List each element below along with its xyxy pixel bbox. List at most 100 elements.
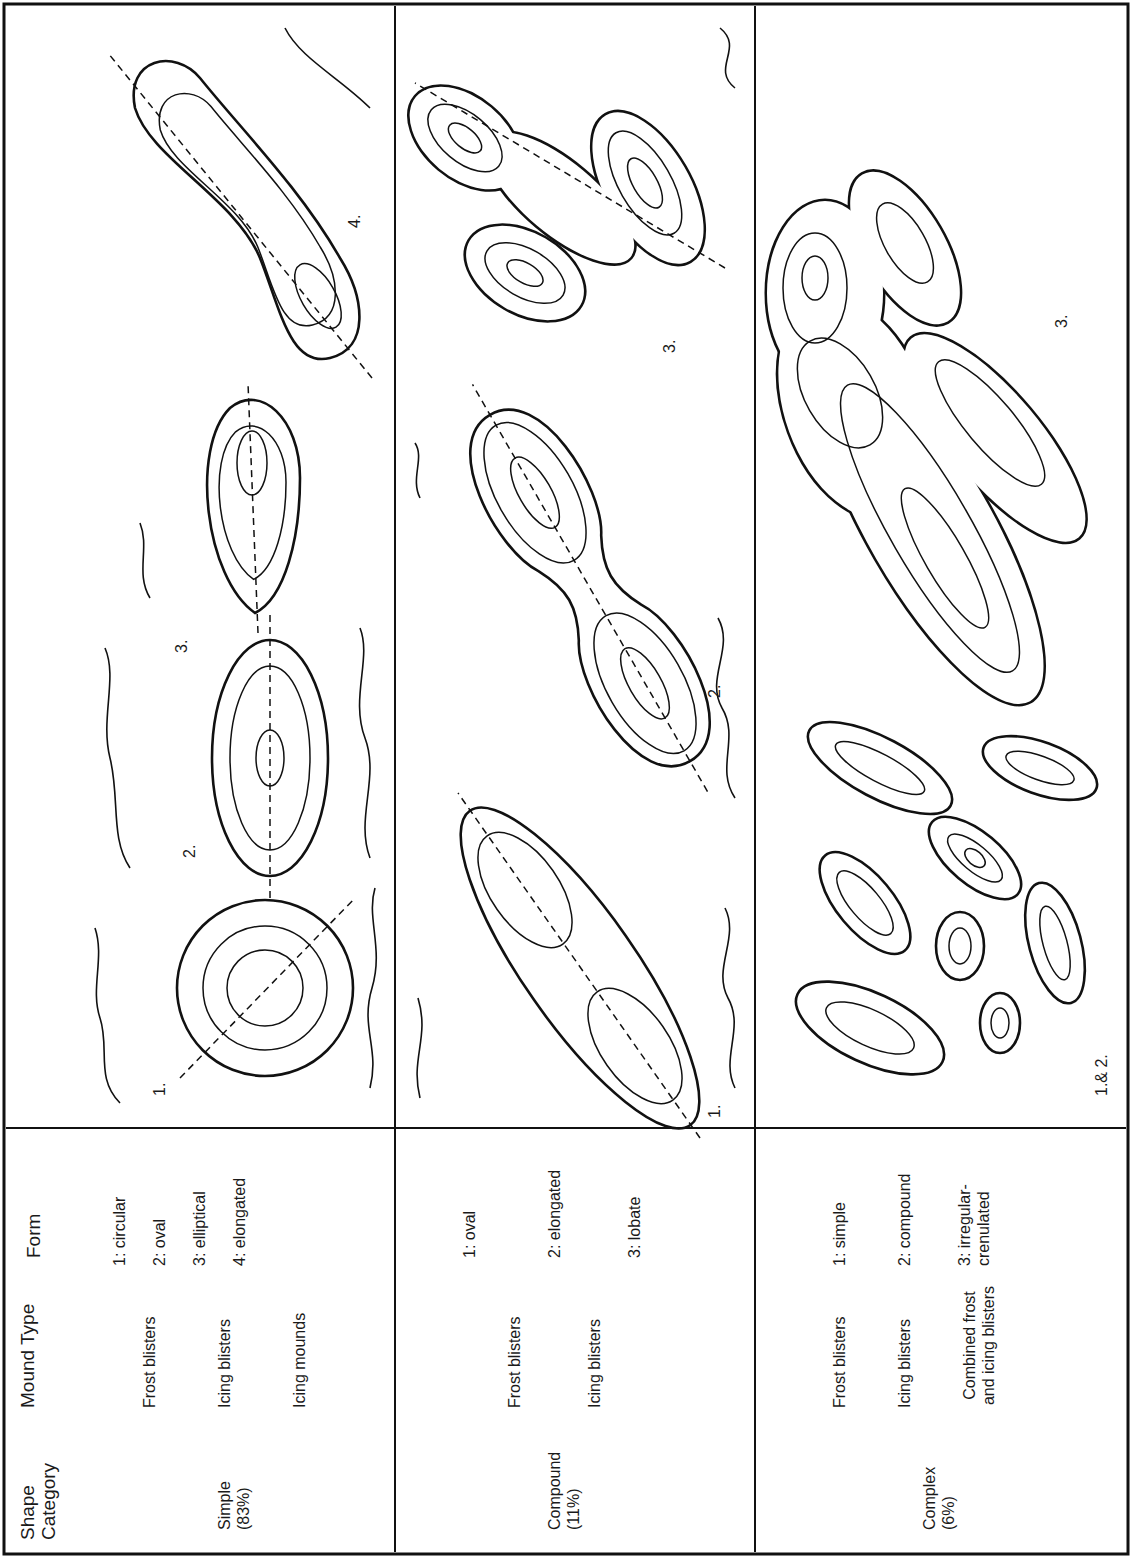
form-name: 2: compound [895, 1136, 914, 1266]
complex-shapes [1014, 876, 1096, 1009]
table-rules [754, 6, 756, 1552]
compound-shapes [428, 359, 752, 817]
mound-type: Frost blisters [830, 1278, 849, 1408]
complex-shapes [750, 154, 1113, 732]
terrain-lines [723, 908, 735, 1088]
column-header: Shape Category [18, 1430, 60, 1540]
table-rules [4, 4, 1128, 1554]
terrain-lines [105, 648, 130, 868]
complex-shapes [828, 154, 982, 341]
terrain-lines [95, 28, 735, 1103]
complex-shapes [804, 838, 927, 969]
form-name: 1: circular [110, 1136, 129, 1266]
shape-category: Simple (83%) [215, 1440, 253, 1530]
callout-number: 3. [1052, 288, 1071, 328]
complex-shapes [877, 309, 1113, 566]
compound-shapes [473, 384, 708, 791]
callout-number: 1. [705, 1078, 724, 1118]
compound-shapes [443, 117, 486, 158]
simple-shapes [219, 426, 286, 579]
terrain-lines [95, 928, 120, 1103]
table-rules [4, 4, 1128, 1554]
mound-type: Frost blisters [505, 1278, 524, 1408]
callout-number: 2. [705, 658, 724, 698]
form-name: 1: simple [830, 1136, 849, 1266]
simple-shapes [108, 53, 372, 1078]
complex-shapes [1002, 744, 1078, 791]
callout-number: 4. [345, 188, 364, 228]
complex-shapes [783, 962, 958, 1093]
complex-shapes [750, 154, 1113, 732]
form-name: 4: elongated [230, 1136, 249, 1266]
form-name: 2: oval [150, 1136, 169, 1266]
mound-type: Combined frost and icing blisters [960, 1283, 998, 1408]
callout-number: 3. [172, 613, 191, 653]
terrain-lines [368, 888, 376, 1088]
terrain-lines [415, 443, 420, 498]
complex-shapes [941, 826, 1010, 890]
simple-shapes [203, 926, 327, 1050]
column-header: Form [24, 1158, 45, 1258]
callout-number: 1.& 2. [1092, 1036, 1111, 1096]
simple-shapes [227, 950, 303, 1026]
compound-shapes [458, 793, 700, 1138]
complex-shapes [780, 324, 901, 463]
form-name: 2: elongated [545, 1138, 564, 1258]
complex-shapes [813, 365, 1047, 691]
complex-shapes [915, 802, 1034, 914]
callout-number: 2. [180, 818, 199, 858]
complex-shapes [802, 256, 828, 300]
complex-shapes [1034, 903, 1077, 983]
complex-shapes [783, 233, 847, 343]
complex-shapes [865, 194, 945, 292]
form-name: 3: elliptical [190, 1136, 209, 1266]
compound-shapes [459, 816, 590, 963]
mound-type: Icing blisters [585, 1278, 604, 1408]
callout-number: 3. [660, 313, 679, 353]
terrain-lines [417, 998, 422, 1098]
complex-shapes [829, 732, 930, 804]
complex-shapes [949, 928, 971, 964]
simple-shapes [134, 61, 360, 359]
complex-shapes [975, 723, 1106, 813]
shape-category: Complex (6%) [920, 1430, 958, 1530]
column-header: Mound Type [18, 1288, 39, 1408]
compound-shapes [593, 120, 696, 246]
form-name: 3: irregular-crenulated [955, 1146, 993, 1266]
complex-shapes [750, 154, 1113, 1093]
compound-shapes [390, 66, 726, 339]
mound-type: Frost blisters [140, 1278, 159, 1408]
compound-shapes [503, 254, 548, 291]
simple-shapes [159, 93, 335, 325]
complex-shapes [961, 845, 988, 871]
compound-shapes [416, 91, 514, 184]
simple-shapes [180, 898, 355, 1078]
compound-shapes [390, 66, 752, 1157]
simple-shapes [285, 256, 350, 335]
terrain-lines [140, 523, 150, 598]
compound-shapes [424, 779, 736, 1158]
form-name: 1: oval [460, 1138, 479, 1258]
mound-type: Icing blisters [895, 1278, 914, 1408]
shape-category: Compound (11%) [545, 1430, 583, 1530]
complex-shapes [795, 704, 964, 832]
terrain-lines [285, 28, 370, 108]
compound-shapes [475, 230, 575, 316]
table-rules [394, 6, 396, 1552]
terrain-lines [717, 618, 735, 798]
mound-type: Icing mounds [290, 1278, 309, 1408]
simple-shapes [269, 613, 271, 898]
mound-type: Icing blisters [215, 1278, 234, 1408]
table-rules [6, 1127, 1126, 1129]
complex-shapes [828, 863, 902, 944]
form-name: 3: lobate [625, 1138, 644, 1258]
compound-shapes [463, 406, 607, 579]
compound-shapes [621, 153, 670, 213]
compound-shapes [466, 111, 653, 284]
complex-shapes [819, 991, 921, 1064]
terrain-lines [720, 28, 735, 88]
terrain-lines [360, 628, 370, 858]
simple-shapes [108, 53, 372, 378]
complex-shapes [936, 912, 984, 980]
